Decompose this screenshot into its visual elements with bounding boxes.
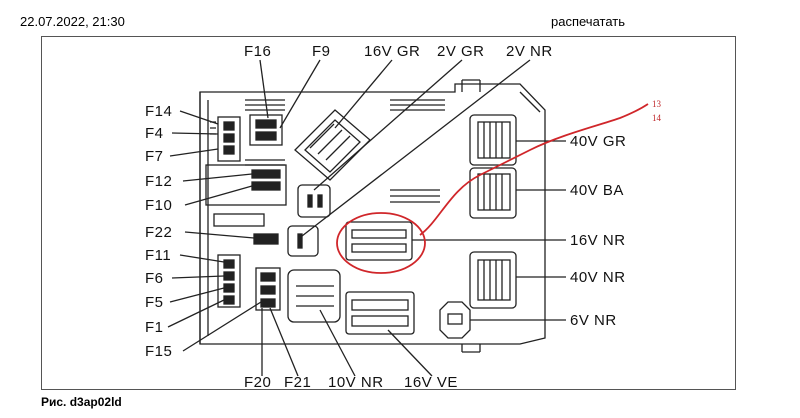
label-f15: F15 (145, 343, 172, 360)
annotation-text-14: 14 (652, 113, 662, 123)
label-f20: F20 (244, 374, 271, 391)
label-f21: F21 (284, 374, 311, 391)
diagram-frame (41, 36, 736, 390)
label-16v-nr: 16V NR (570, 232, 626, 249)
label-6v-nr: 6V NR (570, 312, 617, 329)
fuse-block-f20-f21 (255, 267, 281, 311)
label-10v-nr: 10V NR (328, 374, 384, 391)
print-date: 22.07.2022, 21:30 (20, 14, 125, 29)
label-f4: F4 (145, 125, 164, 142)
label-f22: F22 (145, 224, 172, 241)
fuse-block-f14-f7 (217, 116, 241, 162)
print-link[interactable]: распечатать (551, 14, 625, 29)
label-f16: F16 (244, 43, 271, 60)
label-f7: F7 (145, 148, 164, 165)
connector-2v-nr (287, 225, 319, 257)
label-top-2v-gr: 2V GR (437, 43, 485, 60)
connector-40v-gr (469, 114, 517, 166)
label-16v-ve: 16V VE (404, 374, 458, 391)
fuse-f22 (253, 233, 279, 245)
label-f14: F14 (145, 103, 172, 120)
label-40v-ba: 40V BA (570, 182, 624, 199)
label-40v-nr: 40V NR (570, 269, 626, 286)
label-f10: F10 (145, 197, 172, 214)
label-f11: F11 (145, 247, 171, 264)
label-f1: F1 (145, 319, 164, 336)
label-f9: F9 (312, 43, 331, 60)
connector-6v-nr (439, 301, 471, 339)
label-f6: F6 (145, 270, 164, 287)
label-top-2v-nr: 2V NR (506, 43, 553, 60)
label-f5: F5 (145, 294, 164, 311)
annotation-circle (336, 212, 426, 274)
connector-40v-nr (469, 251, 517, 309)
fuse-box-housing (199, 83, 546, 345)
connector-10v-nr (287, 269, 341, 323)
figure-caption: Рис. d3ap02ld (41, 395, 122, 409)
fuse-block-f16 (249, 114, 283, 146)
annotation-stroke (419, 103, 649, 236)
label-f12: F12 (145, 173, 172, 190)
connector-16v-ve (345, 291, 415, 335)
label-top-16v-gr: 16V GR (364, 43, 420, 60)
connector-16v-nr (345, 221, 413, 261)
fuse-block-f11-f1 (217, 254, 241, 308)
annotation-text-13: 13 (652, 99, 662, 109)
label-40v-gr: 40V GR (570, 133, 626, 150)
connector-2v-gr (297, 184, 331, 218)
